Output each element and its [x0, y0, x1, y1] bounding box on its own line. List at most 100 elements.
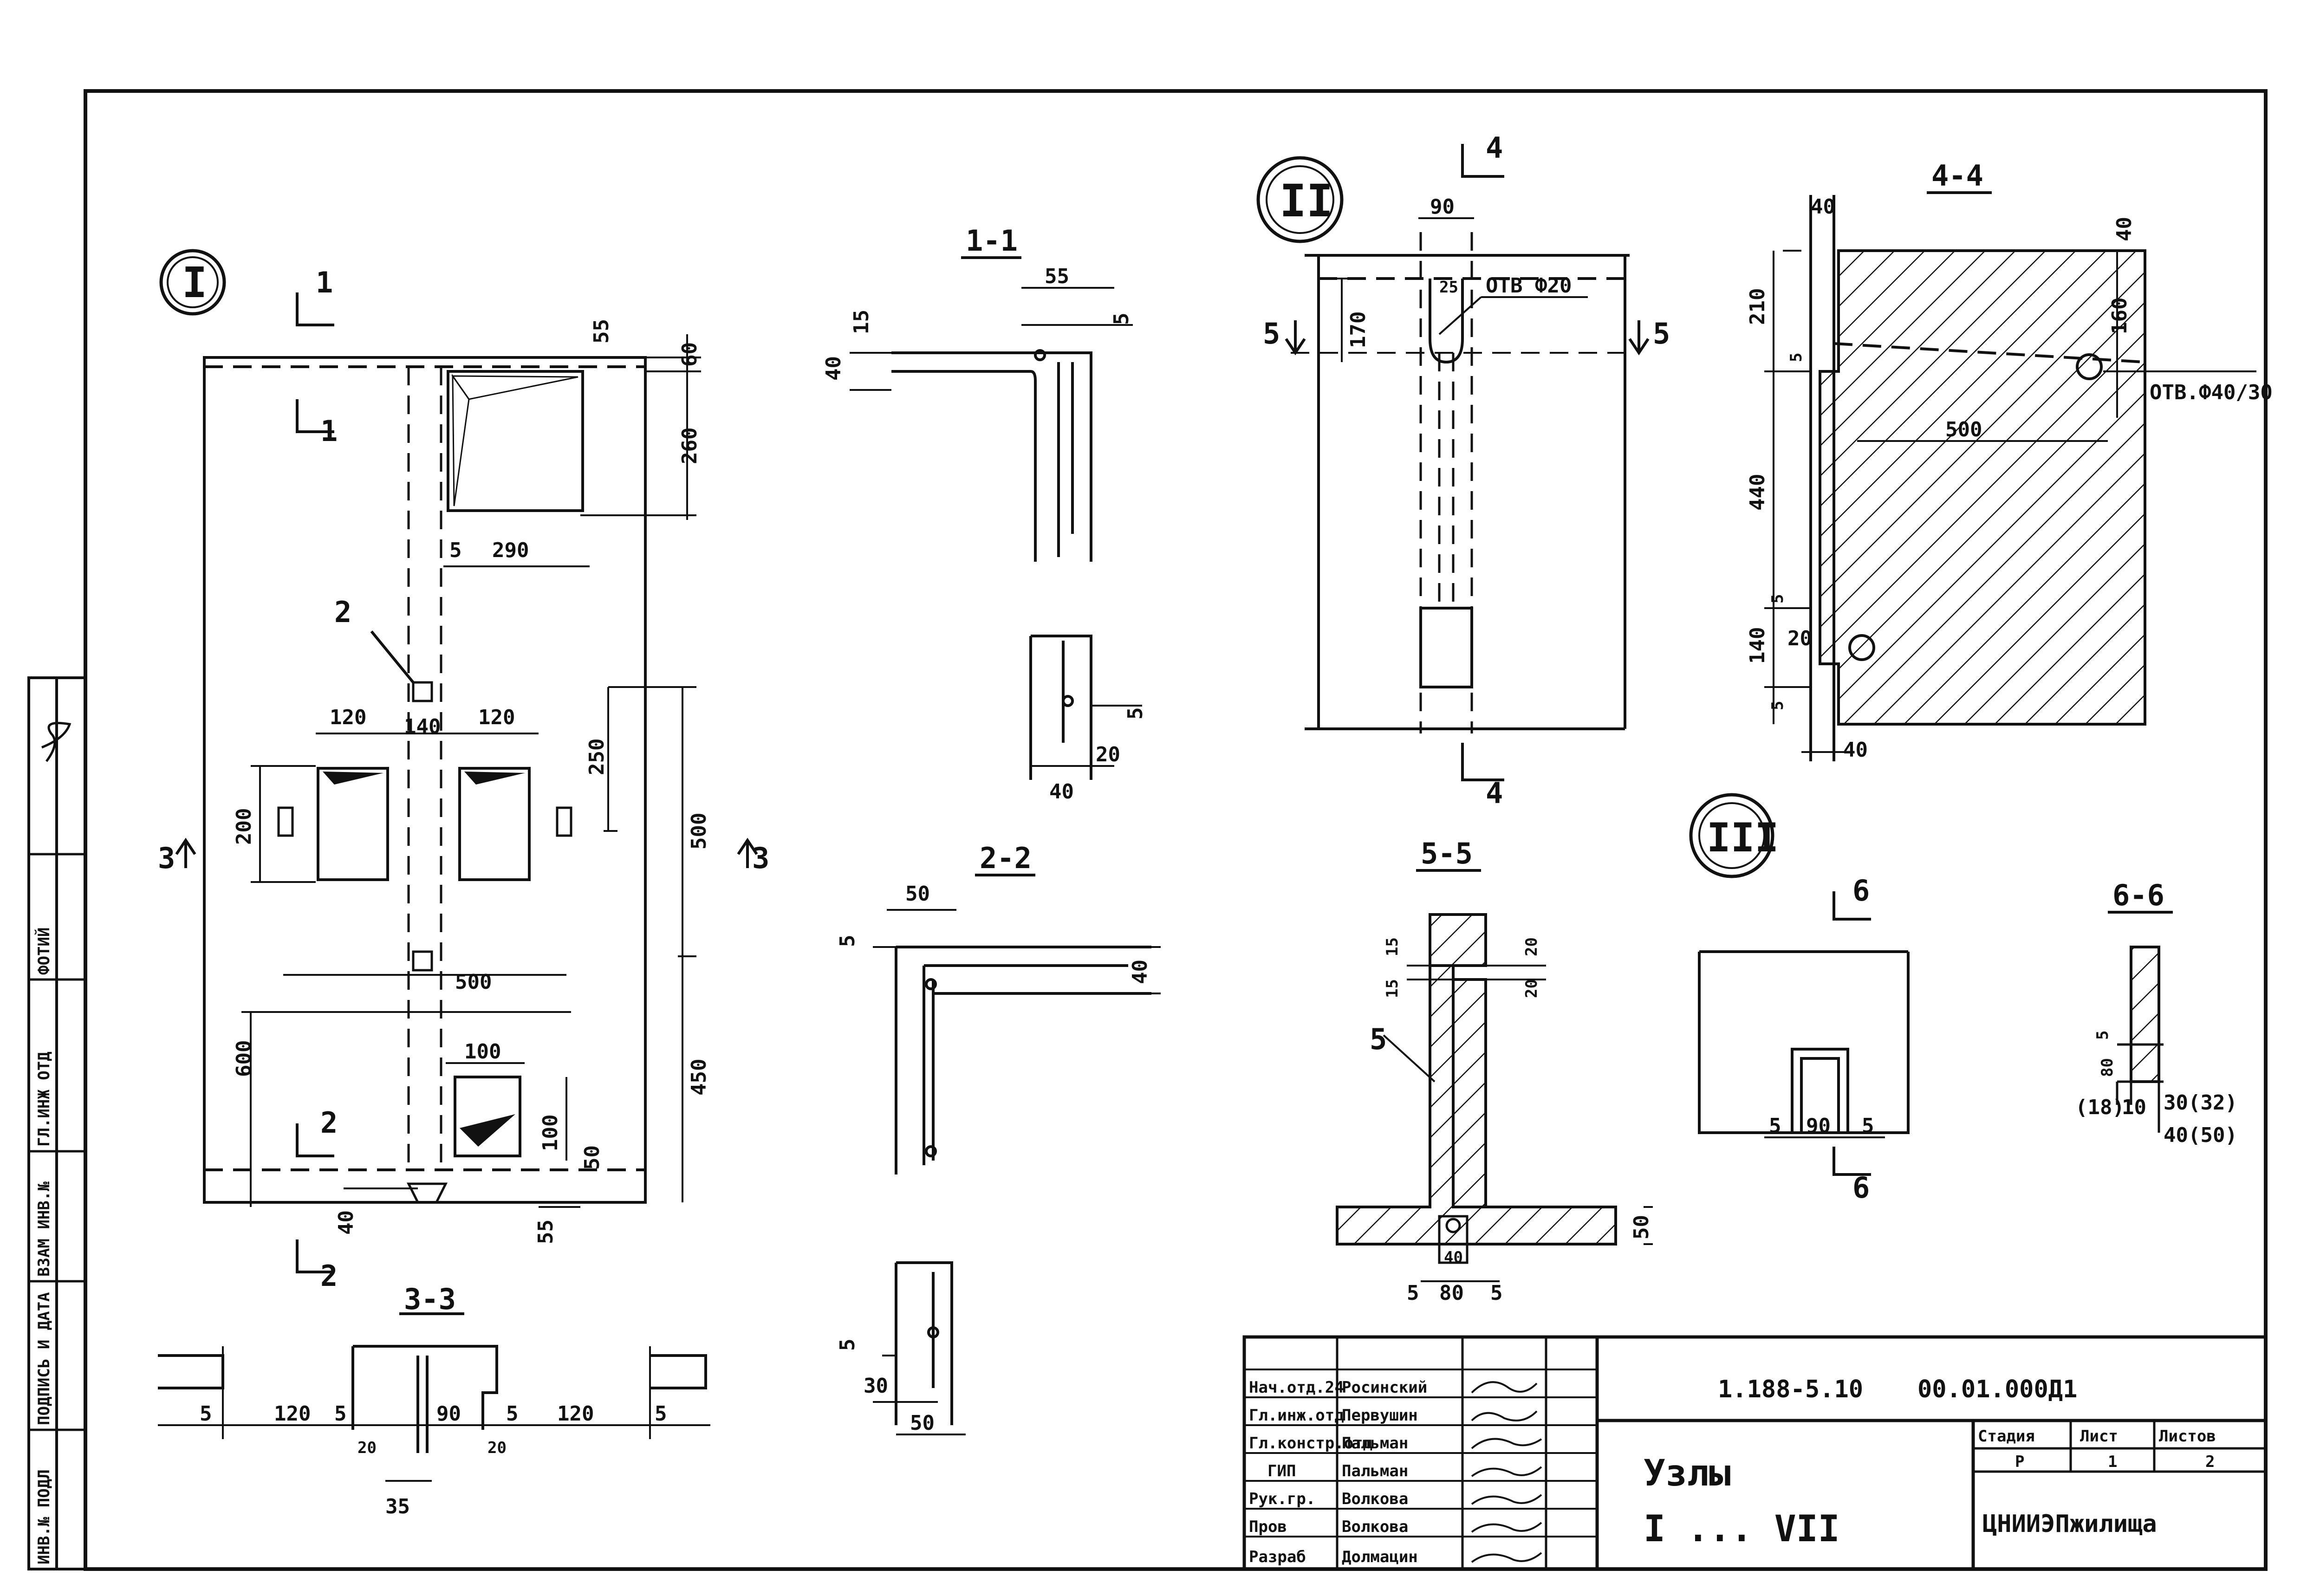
section-5-5-dim-20b: 20 [1522, 979, 1541, 998]
section-5-5-dim-15a: 15 [1383, 937, 1402, 956]
doc-code: 00.01.000Д1 [1917, 1375, 2077, 1403]
staff-signatures [1471, 1381, 1542, 1563]
section-4-4-dim-40b: 40 [2112, 217, 2136, 241]
node-II-dim-25: 25 [1439, 278, 1458, 297]
section-3-3: 3-3 5 120 5 90 5 120 5 20 20 35 [158, 1282, 710, 1518]
node-I-dim-100b: 100 [539, 1115, 562, 1151]
staff-name-4: Волкова [1342, 1490, 1408, 1508]
side-stamp-vzam: ВЗАМ ИНВ.№ [35, 1181, 53, 1277]
node-II-marker-5a: 5 [1263, 317, 1280, 350]
section-5-5-dim-5a: 5 [1407, 1281, 1419, 1305]
sheets-label: Листов [2159, 1427, 2216, 1446]
node-I-dim-40: 40 [334, 1210, 358, 1235]
node-I-dim-5: 5 [449, 538, 462, 562]
node-I-marker-3b: 3 [752, 841, 769, 875]
section-1-1-dim-55: 55 [1045, 265, 1069, 288]
sheets-value: 2 [2205, 1453, 2215, 1471]
section-4-4-dim-5c: 5 [1768, 701, 1787, 710]
section-4-4-dim-160: 160 [2108, 298, 2132, 334]
section-5-5: 5-5 5 15 20 15 20 50 40 5 80 5 [1336, 837, 1653, 1305]
staff-role-3: ГИП [1267, 1462, 1296, 1480]
staff-role-1: Гл.инж.отд [1249, 1406, 1344, 1425]
node-I-dim-100a: 100 [464, 1040, 501, 1064]
staff-name-5: Волкова [1342, 1518, 1408, 1536]
section-4-4-dim-5a: 5 [1787, 353, 1806, 362]
section-4-4: 4-4 40 40 210 160 5 500 440 5 20 140 5 4… [1746, 159, 2273, 762]
node-III-dim-5a: 5 [1769, 1114, 1781, 1138]
section-1-1-dim-15: 15 [850, 310, 873, 334]
section-4-4-dim-5b: 5 [1768, 594, 1787, 603]
stage-label: Стадия [1978, 1427, 2035, 1446]
node-II-marker: II [1280, 175, 1333, 227]
node-I-dim-120b: 120 [478, 706, 515, 729]
node-I-marker-1a: 1 [316, 266, 333, 299]
node-I-marker-3a: 3 [158, 841, 175, 875]
section-1-1: 1-1 55 15 5 40 5 20 40 [822, 224, 1147, 804]
section-4-4-dim-440: 440 [1746, 474, 1769, 511]
section-2-2: 2-2 50 5 40 5 30 50 [836, 841, 1161, 1435]
section-6-6-title: 6-6 [2112, 878, 2164, 912]
node-III-marker-6b: 6 [1852, 1171, 1870, 1205]
section-6-6-dim-40-50: 40(50) [2164, 1123, 2237, 1147]
section-2-2-dim-5b: 5 [836, 1339, 859, 1351]
section-1-1-dim-40b: 40 [1049, 780, 1074, 804]
staff-name-2: Пальман [1342, 1434, 1408, 1453]
side-stamp-glinzh: ГЛ.ИНЖ ОТД [35, 1051, 53, 1147]
section-3-3-dim-120a: 120 [274, 1402, 311, 1426]
staff-name-0: Росинский [1342, 1378, 1427, 1397]
side-stamp-name: ФОТИЙ [34, 928, 53, 975]
section-1-1-dim-5b: 5 [1124, 707, 1147, 720]
staff-role-4: Рук.гр. [1249, 1490, 1315, 1508]
section-3-3-dim-20b: 20 [487, 1439, 507, 1457]
side-stamp-inv: ИНВ.№ ПОДЛ [35, 1469, 53, 1564]
sheet-title-line1: Узлы [1644, 1453, 1731, 1494]
section-2-2-dim-5a: 5 [836, 935, 859, 947]
node-I-dim-450: 450 [687, 1059, 711, 1096]
node-I-marker-2b: 2 [320, 1259, 338, 1293]
section-4-4-dim-500: 500 [1945, 418, 1982, 441]
section-6-6-dim-18: (18) [2075, 1096, 2125, 1119]
node-I-dim-55b: 55 [534, 1220, 558, 1244]
section-3-3-dim-35: 35 [385, 1495, 410, 1518]
node-II-marker-4b: 4 [1486, 776, 1503, 810]
section-5-5-callout: 5 [1370, 1022, 1387, 1056]
node-I-dim-120a: 120 [330, 706, 366, 729]
section-3-3-dim-120b: 120 [557, 1402, 594, 1426]
section-3-3-title: 3-3 [404, 1282, 456, 1316]
section-3-3-dim-20a: 20 [357, 1439, 377, 1457]
node-I-marker: I [182, 259, 207, 307]
section-5-5-dim-20a: 20 [1522, 937, 1541, 956]
sheet-value: 1 [2108, 1453, 2117, 1471]
node-II-elevation: II 90 170 25 ОТВ Ф20 [1256, 131, 1670, 810]
section-4-4-dim-40c: 40 [1843, 738, 1868, 762]
section-4-4-dim-20: 20 [1787, 627, 1812, 650]
sheet-title-line2: I ... VII [1644, 1508, 1840, 1550]
node-II-marker-circle [1256, 156, 1344, 243]
node-I-elevation: I [158, 249, 769, 1293]
node-III-dim-5b: 5 [1862, 1114, 1874, 1138]
node-III-marker-6a: 6 [1852, 874, 1870, 908]
section-4-4-hole-label: ОТВ.Ф40/30 [2150, 381, 2273, 404]
section-6-6-dim-10: 10 [2122, 1096, 2146, 1119]
section-4-4-dim-40a: 40 [1811, 195, 1835, 219]
section-5-5-dim-5b: 5 [1490, 1281, 1503, 1305]
node-II-dim-170: 170 [1346, 311, 1370, 348]
staff-role-2: Гл.констр.отд [1249, 1434, 1372, 1453]
section-4-4-dim-140: 140 [1746, 627, 1769, 664]
section-4-4-title: 4-4 [1931, 159, 1983, 193]
staff-role-5: Пров [1249, 1518, 1287, 1536]
section-2-2-dim-30: 30 [864, 1374, 888, 1398]
node-II-dim-90: 90 [1430, 195, 1455, 219]
section-5-5-dim-40: 40 [1444, 1248, 1463, 1267]
section-3-3-dim-5b: 5 [334, 1402, 347, 1426]
node-I-dim-260: 260 [678, 428, 702, 464]
node-I-dim-50: 50 [580, 1145, 604, 1170]
node-I-callout-2: 2 [334, 595, 351, 629]
section-1-1-dim-5a: 5 [1110, 313, 1133, 325]
node-I-dim-250: 250 [585, 739, 609, 775]
section-2-2-dim-40: 40 [1128, 960, 1152, 984]
section-1-1-dim-40a: 40 [822, 356, 845, 381]
node-II-marker-5b: 5 [1653, 317, 1670, 350]
node-I-marker-1b: 1 [320, 414, 338, 448]
node-III-elevation: III 6 6 5 90 5 [1689, 793, 1910, 1205]
